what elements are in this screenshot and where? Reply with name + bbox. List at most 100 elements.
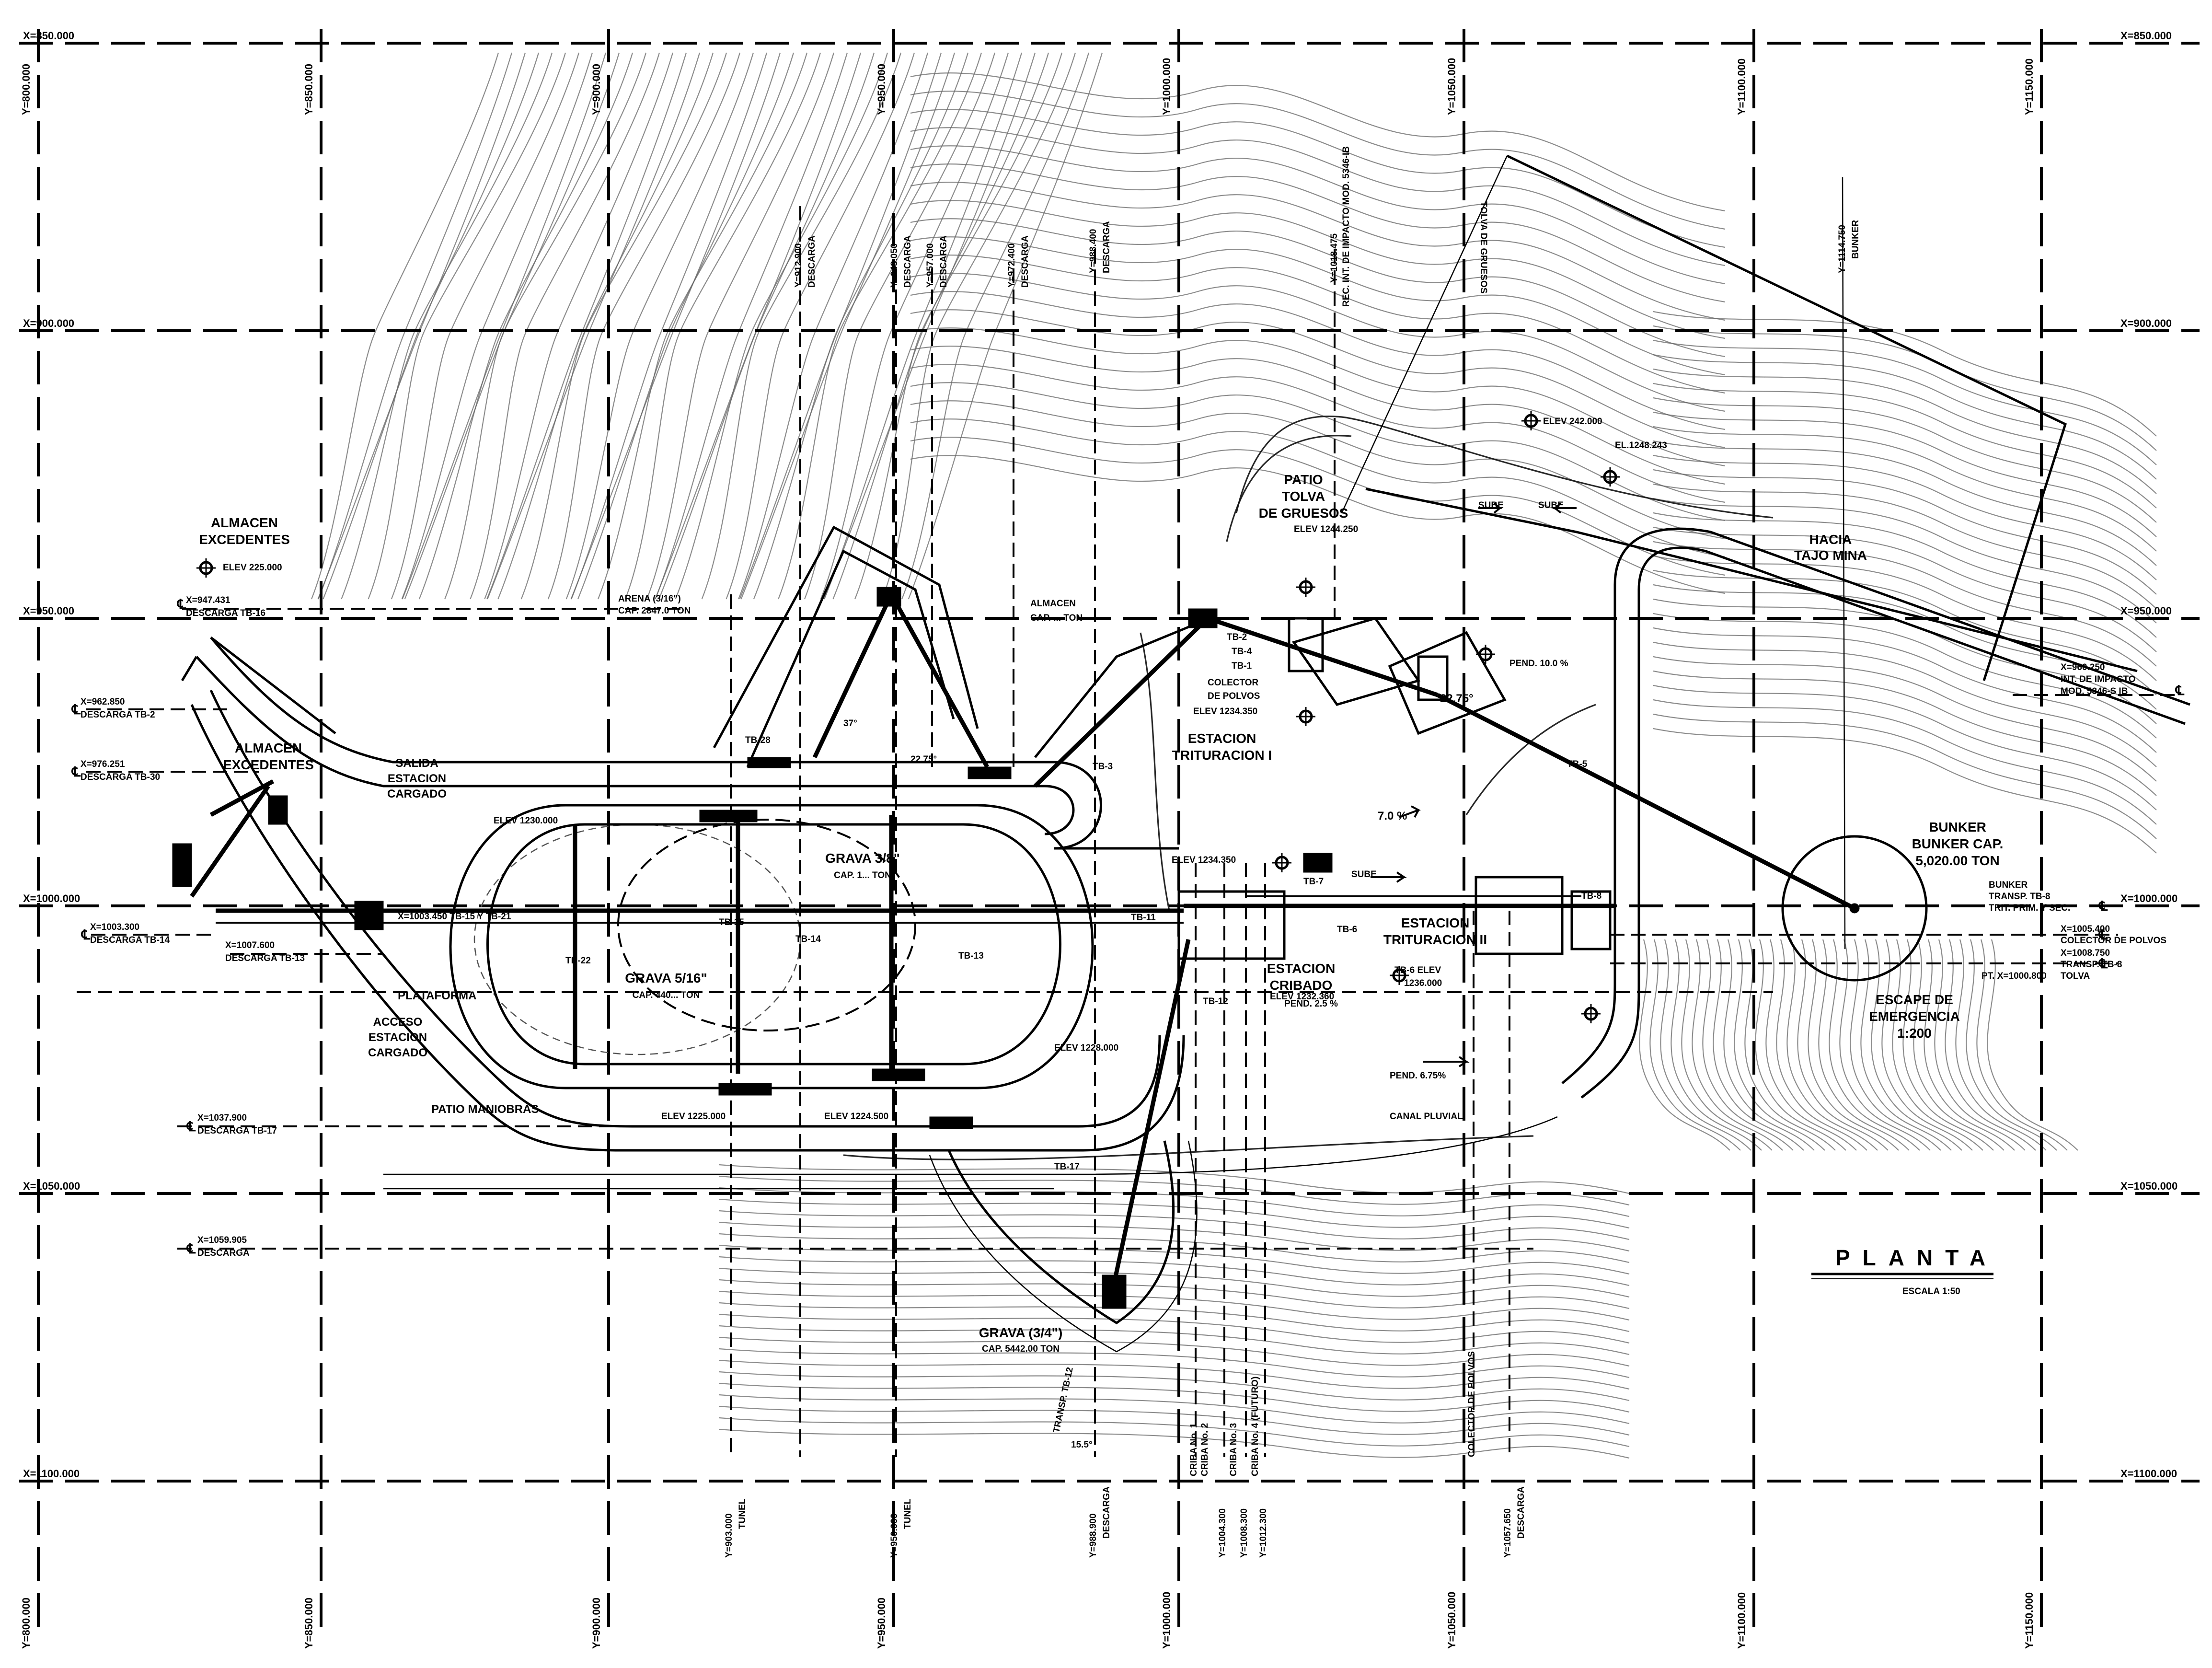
grid-x-left-1050: X=1050.000 <box>23 1180 80 1192</box>
contour-line <box>1653 426 2157 552</box>
contour-line <box>718 1405 1630 1436</box>
left-hopper-2 <box>268 795 288 825</box>
label-pend-25: PEND. 2.5 % <box>1284 999 1338 1009</box>
grid-x-right-950: X=950.000 <box>2120 605 2172 617</box>
conveyor-left-feed <box>209 779 275 817</box>
top-callout-tolva: TOLVA DE GRUESOS <box>1478 201 1488 294</box>
top-callout-coord-3: Y=957.000 <box>925 243 935 288</box>
contour-line <box>1653 440 2157 566</box>
contour-line <box>1692 939 1783 1151</box>
contour-line <box>1744 939 1836 1151</box>
label-salida-3: CARGADO <box>387 788 447 800</box>
right-callout-desc-5a: TRANSP. TB-8 <box>1989 892 2050 902</box>
left-callout-coord-7: X=1059.905 <box>197 1235 247 1245</box>
tag-tb7: TB-7 <box>1303 877 1324 887</box>
arrow-right-icon <box>1423 1056 1470 1067</box>
label-grava-516-2: CAP. 440... TON <box>633 990 700 1000</box>
contour-line <box>718 1279 1630 1309</box>
label-elev-1234: ELEV 1234.350 <box>1172 855 1236 865</box>
contour-line <box>910 72 1726 212</box>
contour-line <box>1723 939 1815 1151</box>
label-almacen-mid-cap-1: ALMACEN <box>1030 599 1076 609</box>
contour-line <box>1755 939 1846 1151</box>
contour-line <box>1653 483 2157 609</box>
labels-areas: ALMACEN EXCEDENTES ELEV 225.000 ALMACEN … <box>199 417 2003 1450</box>
contour-line <box>323 52 540 600</box>
contour-line <box>910 364 1726 503</box>
contour-line <box>1671 939 1762 1151</box>
contour-line <box>1235 415 1774 519</box>
label-trit-2-b: TRITURACION II <box>1383 932 1487 947</box>
survey-marker-icon <box>1390 966 1409 985</box>
bottom-callout-coord-3: Y=988.900 <box>1088 1514 1098 1558</box>
top-callout-coord-4: Y=972.400 <box>1007 243 1017 288</box>
road-upper-inner <box>196 656 1075 835</box>
label-angle-22b: 22.75° <box>910 754 937 764</box>
label-salida-1: SALIDA <box>395 757 438 770</box>
left-callout-desc-2: DESCARGA TB-2 <box>81 710 155 720</box>
contour-line <box>1653 670 2157 796</box>
conveyor-tb12 <box>1109 939 1191 1295</box>
contour-line <box>910 236 1726 376</box>
stockpile-grava-516-outline <box>617 819 916 1031</box>
survey-marker-icon <box>1296 707 1315 726</box>
grid-x-left-900: X=900.000 <box>23 317 74 329</box>
contour-line <box>1653 498 2157 624</box>
colector-building <box>1417 655 1449 701</box>
right-callout-coord-5: BUNKER <box>1989 880 2028 890</box>
tag-tb11: TB-11 <box>1131 913 1156 923</box>
contour-line <box>901 52 1090 600</box>
label-trit-2-a: ESTACION <box>1401 915 1470 930</box>
contour-line <box>1892 939 1983 1151</box>
label-almacen-mid-1: ALMACEN <box>235 741 302 755</box>
tag-tb22: TB-22 <box>565 956 591 966</box>
left-callout-desc-7: DESCARGA <box>197 1248 250 1258</box>
property-boundary <box>1341 154 2067 950</box>
contour-line <box>487 52 701 600</box>
grid-y-bottom-1000: Y=1000.000 <box>1161 1592 1173 1649</box>
conveyor-left-feed-2 <box>190 785 270 898</box>
contour-line <box>804 52 996 600</box>
contour-line <box>470 52 660 600</box>
contour-line <box>547 52 741 600</box>
embankment-tb17 <box>947 1140 1175 1324</box>
tag-tb2: TB-2 <box>1227 632 1247 642</box>
contour-line <box>1639 939 1730 1151</box>
tag-tb12: TB-12 <box>1203 996 1228 1007</box>
contour-line <box>597 52 808 600</box>
label-elev-225: ELEV 225.000 <box>223 563 282 573</box>
left-callout-desc-3: DESCARGA TB-30 <box>81 772 160 782</box>
label-cribado-1: ESTACION <box>1267 961 1336 976</box>
label-elev-1230: ELEV 1230.000 <box>494 816 558 826</box>
tag-tb13: TB-13 <box>958 951 984 961</box>
centerline-icon: ℄ <box>81 927 91 942</box>
label-acceso-1: ACCESO <box>373 1016 423 1029</box>
contour-line <box>910 145 1726 285</box>
label-elev-242: ELEV 242.000 <box>1543 417 1602 427</box>
contour-line <box>718 1290 1630 1321</box>
grid-y-top-1100: Y=1100.000 <box>1736 58 1748 115</box>
tag-tb8: TB-8 <box>1581 891 1601 901</box>
contour-line <box>1808 939 1899 1151</box>
contour-line <box>718 1244 1630 1275</box>
contour-line <box>881 52 1076 600</box>
grid-y-top-1000: Y=1000.000 <box>1161 58 1173 115</box>
contour-line <box>910 346 1726 485</box>
contour-line <box>1226 435 1352 542</box>
embankment-tb17-outer <box>929 1140 1198 1353</box>
grid-x-right-1100: X=1100.000 <box>2120 1468 2177 1480</box>
contour-line <box>1839 939 1931 1151</box>
label-patio-tolva-2: TOLVA <box>1282 489 1325 504</box>
label-bunker-1: BUNKER <box>1929 820 1986 834</box>
bottom-callout-desc-7: CRIBA No. 4 (FUTURO) <box>1250 1377 1260 1476</box>
contour-line <box>718 1417 1630 1448</box>
grid-x-left-1100: X=1100.000 <box>23 1468 80 1480</box>
bottom-callout-coord-7: Y=1012.300 <box>1258 1508 1268 1558</box>
survey-marker-icon <box>1521 411 1541 430</box>
grid-y-bottom-800: Y=800.000 <box>20 1598 32 1649</box>
contour-line <box>718 1394 1630 1425</box>
contour-line <box>1653 526 2157 652</box>
right-callout-desc-2: COLECTOR DE POLVOS <box>2061 936 2166 946</box>
label-bunker-2: BUNKER CAP. <box>1912 836 2004 851</box>
bottom-callout-colector: COLECTOR DE POLVOS <box>1467 1351 1477 1457</box>
